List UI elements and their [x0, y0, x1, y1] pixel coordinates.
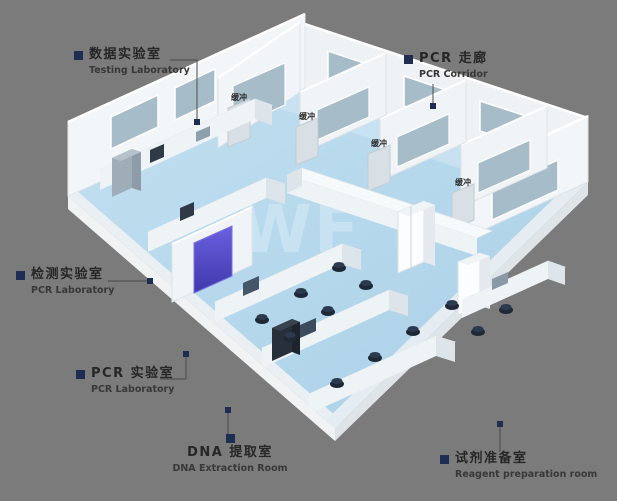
bench-side: [548, 261, 565, 285]
cabinet-top: [458, 253, 490, 265]
callout-pcr-laboratory: PCR 实验室 PCR Laboratory: [76, 366, 175, 395]
room-label-en: PCR Laboratory: [91, 383, 175, 395]
callout-pcr-corridor: PCR 走廊 PCR Corridor: [404, 51, 488, 80]
bench-equipment: [300, 318, 316, 338]
square-bullet-icon: [440, 455, 449, 464]
bench-side: [342, 244, 361, 270]
callout-reagent-preparation-room: 试剂准备室 Reagent preparation room: [440, 451, 598, 480]
instrument-rack-top: [272, 319, 300, 331]
leader-end-square: [430, 103, 436, 109]
stool: [321, 306, 335, 316]
back-left-wall-cap: [67, 12, 306, 124]
fridge-side: [132, 149, 141, 191]
leader-pcr-lab: [160, 354, 187, 380]
callout-detection-laboratory: 检测实验室 PCR Laboratory: [16, 267, 115, 296]
leader-end-square: [194, 119, 200, 125]
bench-side: [266, 178, 285, 204]
window: [396, 113, 450, 168]
corridor-back-wall-cap: [304, 22, 589, 120]
callout-dna-extraction-room: DNA 提取室 DNA Extraction Room: [160, 434, 300, 474]
bench-front: [148, 178, 266, 252]
bench-front: [215, 244, 342, 322]
bench-front: [462, 261, 548, 318]
room-label-en: Testing Laboratory: [89, 64, 190, 76]
leader-end-square: [147, 278, 153, 284]
purple-door: [193, 225, 233, 294]
stool: [255, 314, 269, 324]
room-label-zh: 试剂准备室: [455, 451, 528, 466]
buffer-door: [451, 183, 475, 230]
room-label-en: PCR Laboratory: [31, 284, 115, 296]
bench-side: [255, 99, 272, 125]
leader-testing-lab: [170, 59, 198, 122]
wall-cap: [379, 79, 467, 120]
bench-side: [436, 336, 455, 362]
cabinet-side: [424, 201, 435, 266]
wall-cap: [299, 52, 387, 93]
room-label-zh: PCR 走廊: [419, 51, 488, 66]
monitor: [180, 202, 194, 221]
square-bullet-icon: [74, 51, 83, 60]
stool: [445, 300, 459, 310]
room-label-zh: 检测实验室: [31, 267, 104, 282]
lab-stools: [255, 262, 513, 388]
purple-door-wall: [171, 206, 253, 303]
monitor: [150, 144, 164, 163]
stool: [330, 378, 344, 388]
room-label-en: Reagent preparation room: [455, 468, 598, 480]
stool: [294, 288, 308, 298]
stool: [332, 262, 346, 272]
wall-cap: [171, 206, 253, 245]
buffer-room-label: 缓冲: [455, 177, 471, 187]
buffer-door: [367, 144, 391, 192]
bench-front: [309, 336, 436, 414]
bench-equipment: [492, 272, 508, 290]
lab-benches: [98, 98, 567, 414]
bench-equipment: [196, 126, 210, 142]
buffer-room-labels: 缓冲 缓冲 缓冲 缓冲: [231, 92, 471, 187]
room-label-en: DNA Extraction Room: [172, 462, 288, 474]
room-label-zh: PCR 实验室: [91, 366, 175, 381]
leader-end-square: [225, 407, 231, 413]
square-bullet-icon: [16, 271, 25, 280]
bench-equipment: [243, 276, 259, 296]
callout-testing-laboratory: 数据实验室 Testing Laboratory: [74, 47, 190, 76]
stool: [283, 332, 297, 342]
stool: [471, 326, 485, 336]
room-label-en: PCR Corridor: [419, 68, 488, 80]
buffer-door: [295, 117, 319, 166]
leader-end-squares: [147, 103, 503, 427]
square-bullet-icon: [76, 370, 85, 379]
fridge-top: [112, 149, 141, 161]
cabinet-top: [398, 201, 435, 216]
stool: [359, 280, 373, 290]
room-label-zh: 数据实验室: [89, 47, 162, 62]
buffer-room-label: 缓冲: [299, 111, 315, 121]
square-bullet-icon: [404, 55, 413, 64]
stool: [406, 326, 420, 336]
window: [491, 158, 559, 222]
leader-end-square: [497, 421, 503, 427]
wall-cap: [217, 21, 301, 79]
callout-leaders: [108, 59, 503, 452]
floor-edge-left: [68, 191, 344, 428]
stool: [499, 304, 513, 314]
buffer-room-label: 缓冲: [231, 92, 247, 102]
stool: [368, 352, 382, 362]
fridge-front: [112, 149, 132, 197]
room-label-zh: DNA 提取室: [187, 445, 273, 460]
window: [477, 139, 531, 194]
wall-cap: [460, 105, 548, 146]
window: [110, 93, 159, 151]
leader-end-square: [183, 351, 189, 357]
bench-side: [389, 290, 408, 316]
counter-side: [287, 168, 302, 193]
buffer-room-label: 缓冲: [371, 138, 387, 148]
slab-skirt-left: [68, 196, 335, 441]
square-bullet-icon: [225, 434, 235, 443]
window: [174, 67, 216, 122]
